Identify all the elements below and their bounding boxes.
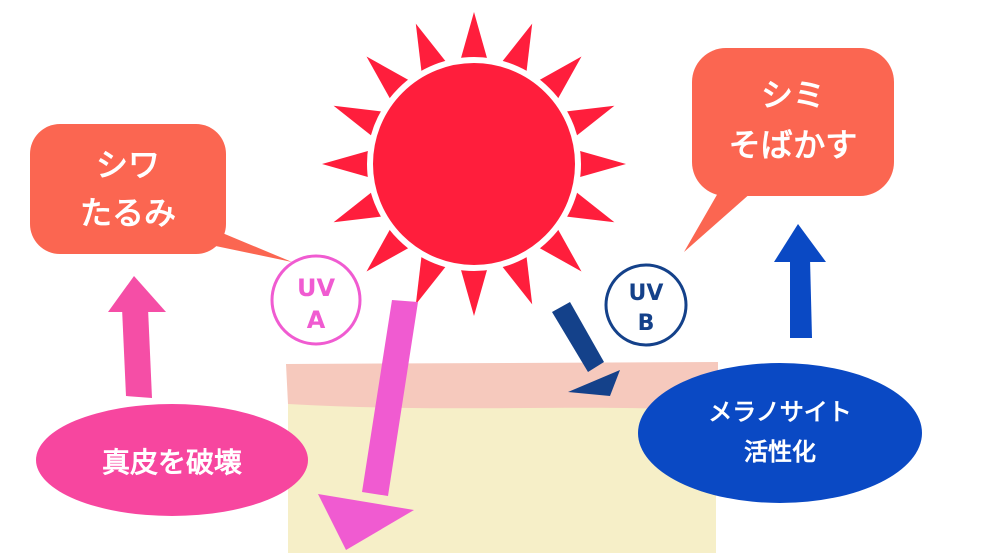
spots-line2: そばかす (729, 126, 858, 164)
melanocyte-up-arrow (774, 224, 826, 338)
dermis-ellipse-label: 真皮を破壊 (102, 446, 242, 479)
spots-bubble-tail (684, 186, 752, 252)
uvb-line2: B (638, 311, 655, 336)
spots-bubble-body (692, 48, 894, 196)
wrinkles-line2: たるみ (80, 194, 176, 232)
wrinkles-bubble-body (30, 124, 226, 254)
dermis-ellipse: 真皮を破壊 (36, 404, 308, 516)
spots-line1: シミ (761, 76, 825, 114)
sun-disk (367, 57, 581, 271)
sun-ray (568, 147, 626, 181)
spots-bubble: シミ そばかす (684, 48, 894, 252)
uva-line2: A (307, 306, 326, 334)
wrinkles-bubble: シワ たるみ (30, 124, 292, 262)
wrinkles-line1: シワ (96, 146, 160, 184)
sun-ray (457, 12, 491, 70)
uva-penetration-arrow (318, 300, 418, 550)
uvb-penetration-arrow (552, 302, 620, 396)
uvb-badge: UV B (604, 263, 688, 347)
sun-ray (322, 147, 380, 181)
melanocyte-ellipse: メラノサイト 活性化 (638, 363, 922, 503)
uva-line1: UV (297, 274, 335, 302)
uva-badge: UV A (270, 254, 362, 346)
melanocyte-line2: 活性化 (744, 438, 816, 466)
uvb-line1: UV (629, 281, 664, 306)
sun-icon (322, 12, 626, 316)
melanocyte-line1: メラノサイト (708, 398, 852, 426)
sun-ray (457, 258, 491, 316)
dermis-up-arrow (108, 276, 166, 398)
